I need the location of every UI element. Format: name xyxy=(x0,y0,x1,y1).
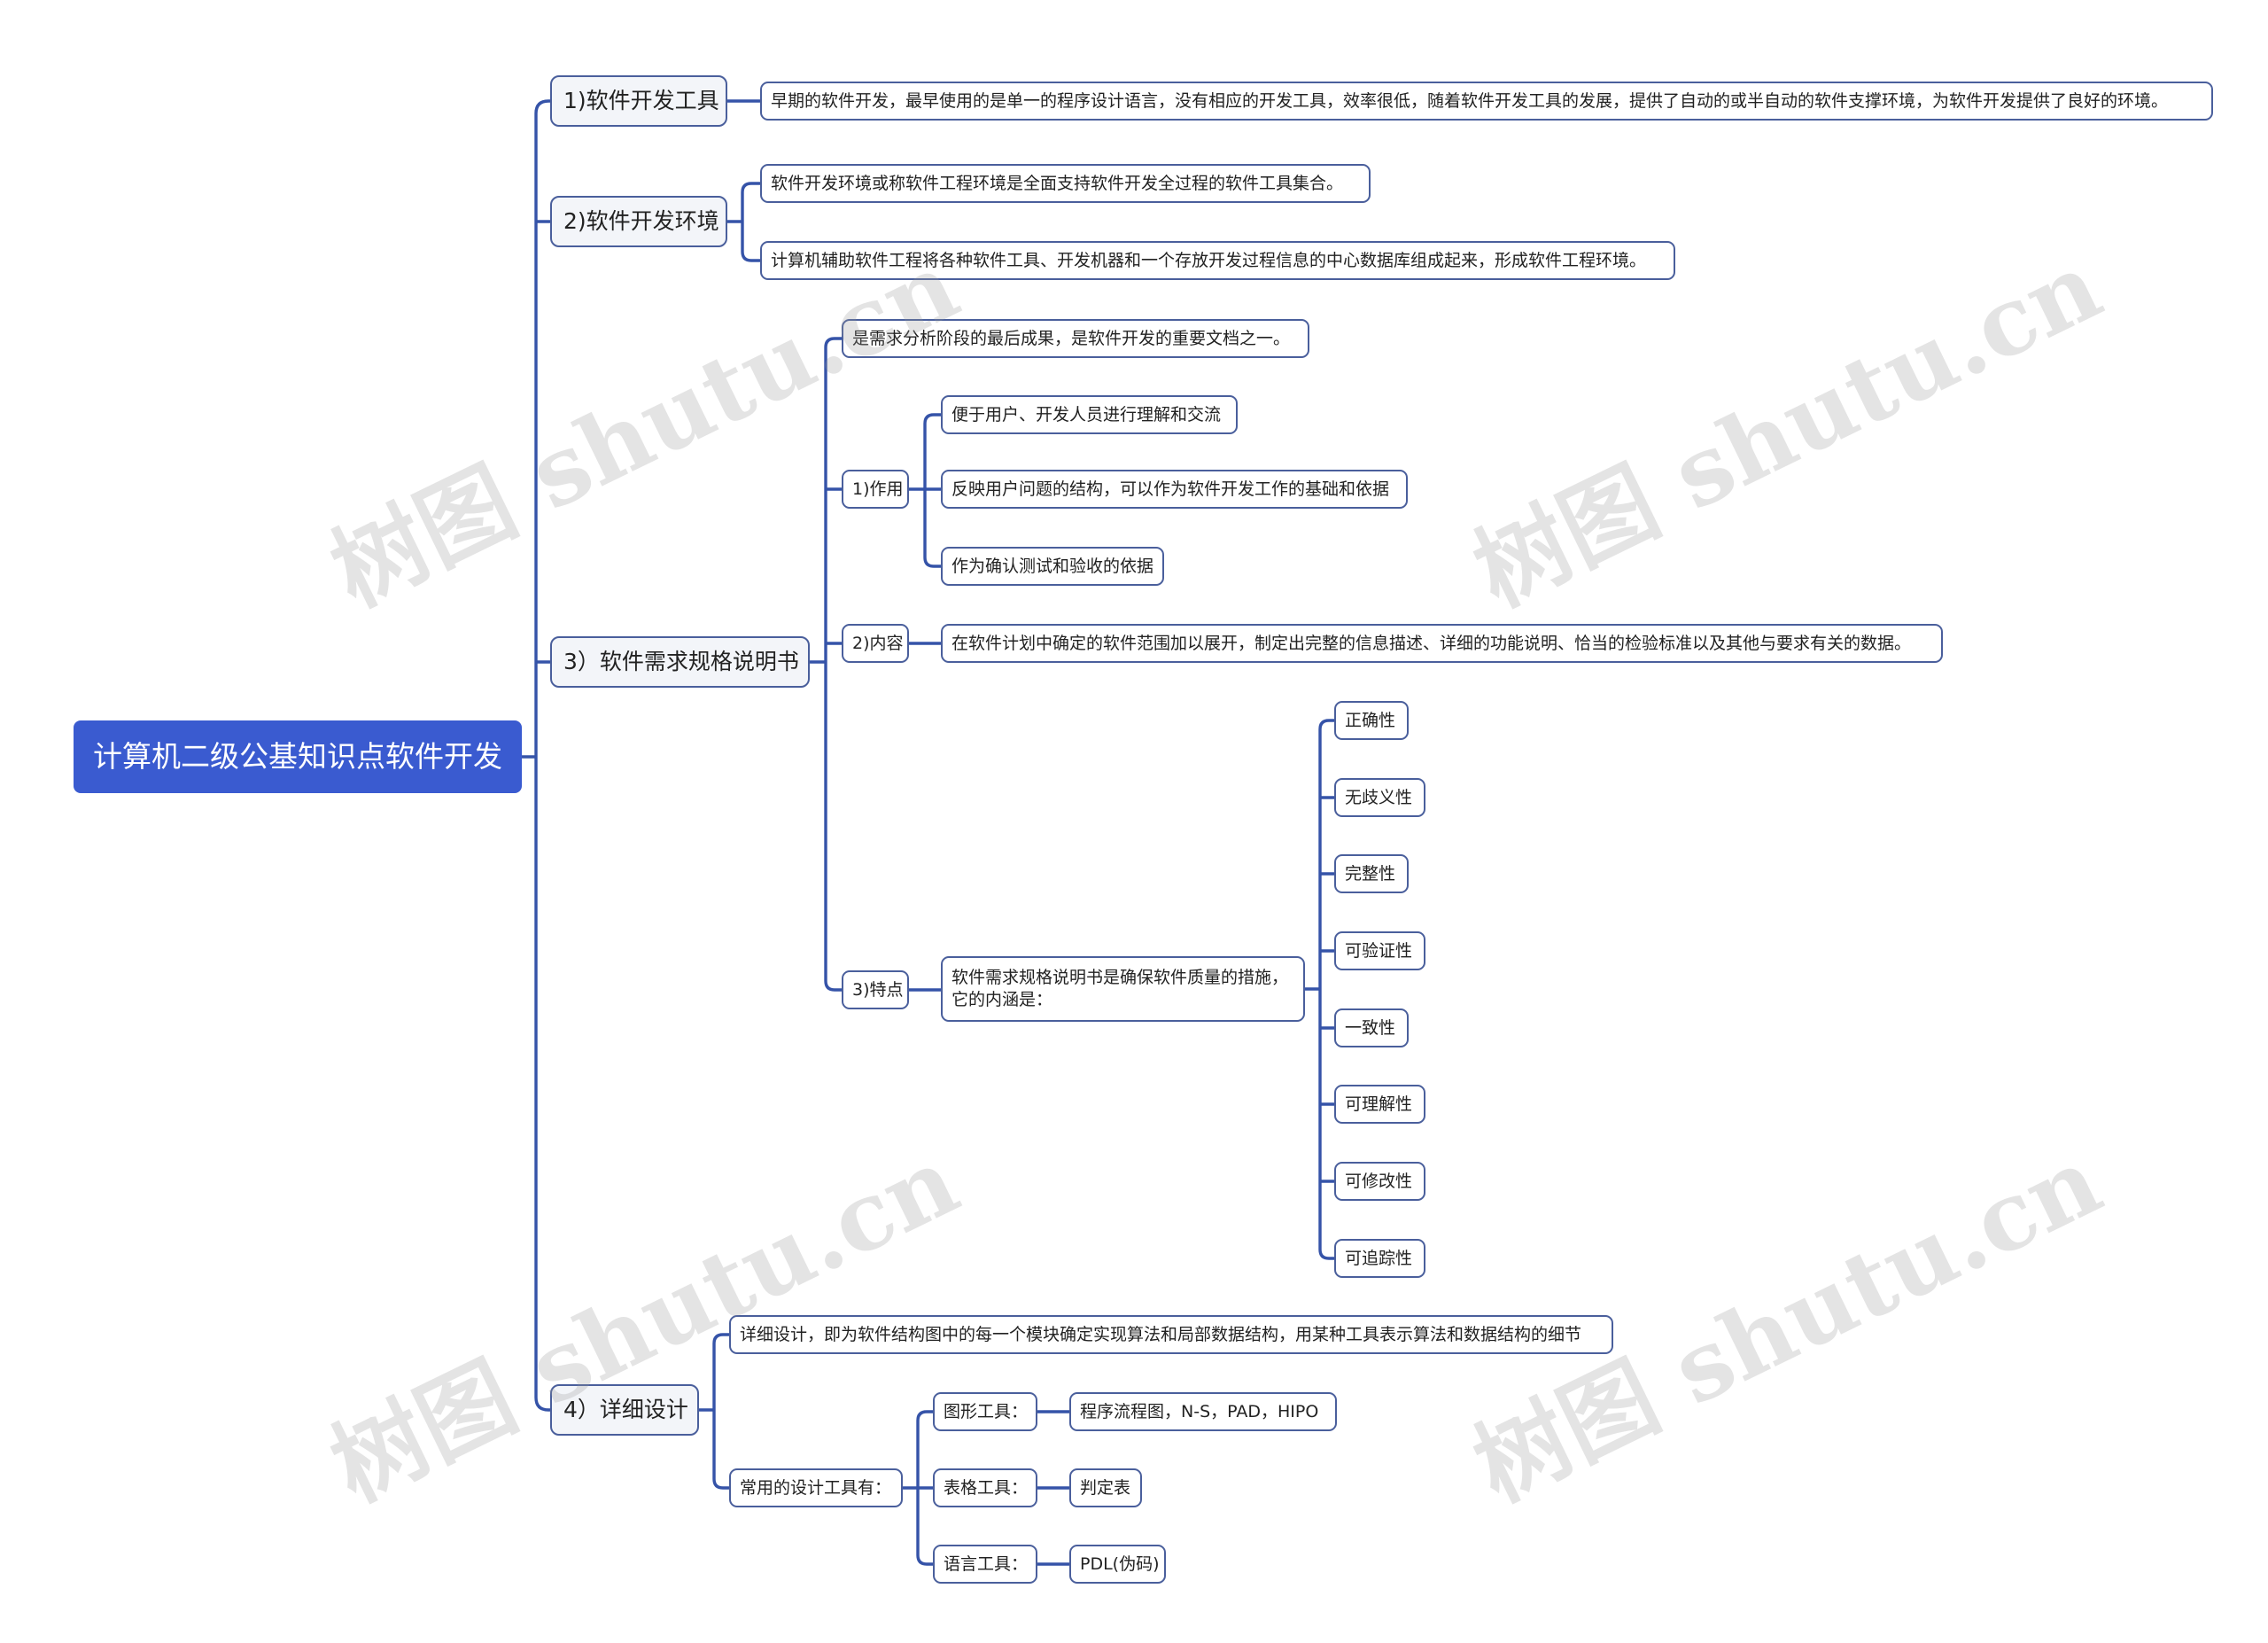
topic-srs-content[interactable]: 2)内容 xyxy=(842,624,909,663)
srs-feature-item-7[interactable]: 可修改性 xyxy=(1334,1162,1425,1201)
connector-line xyxy=(699,1333,729,1490)
tool-table-value[interactable]: 判定表 xyxy=(1069,1468,1142,1507)
note-dev-env-2[interactable]: 计算机辅助软件工程将各种软件工具、开发机器和一个存放开发过程信息的中心数据库组成… xyxy=(760,241,1675,280)
topic-srs-feature[interactable]: 3)特点 xyxy=(842,970,909,1009)
connector-line xyxy=(810,337,842,992)
srs-role-item-2[interactable]: 反映用户问题的结构，可以作为软件开发工作的基础和依据 xyxy=(941,470,1408,509)
tool-graph-label[interactable]: 图形工具： xyxy=(933,1392,1037,1431)
tool-lang-value[interactable]: PDL(伪码) xyxy=(1069,1545,1166,1584)
topic-dev-env[interactable]: 2)软件开发环境 xyxy=(550,196,727,247)
tool-lang-label[interactable]: 语言工具： xyxy=(933,1545,1037,1584)
topic-design-tools[interactable]: 常用的设计工具有： xyxy=(729,1468,903,1507)
srs-feature-item-4[interactable]: 可验证性 xyxy=(1334,931,1425,970)
tool-table-label[interactable]: 表格工具： xyxy=(933,1468,1037,1507)
connector-line xyxy=(1305,719,1334,1260)
srs-feature-item-5[interactable]: 一致性 xyxy=(1334,1008,1409,1047)
srs-role-item-3[interactable]: 作为确认测试和验收的依据 xyxy=(941,547,1164,586)
topic-dev-tools[interactable]: 1)软件开发工具 xyxy=(550,75,727,127)
srs-feature-item-1[interactable]: 正确性 xyxy=(1334,701,1409,740)
topic-detailed-design[interactable]: 4）详细设计 xyxy=(550,1384,699,1436)
connector-line xyxy=(522,99,550,1412)
topic-srs[interactable]: 3）软件需求规格说明书 xyxy=(550,636,810,688)
srs-feature-item-3[interactable]: 完整性 xyxy=(1334,854,1409,893)
root-topic[interactable]: 计算机二级公基知识点软件开发 xyxy=(74,720,522,793)
note-detailed-design[interactable]: 详细设计，即为软件结构图中的每一个模块确定实现算法和局部数据结构，用某种工具表示… xyxy=(729,1315,1613,1354)
note-srs-summary[interactable]: 是需求分析阶段的最后成果，是软件开发的重要文档之一。 xyxy=(842,319,1309,358)
topic-srs-role[interactable]: 1)作用 xyxy=(842,470,909,509)
tool-graph-value[interactable]: 程序流程图，N-S，PAD，HIPO xyxy=(1069,1392,1337,1431)
connector-line xyxy=(903,1410,933,1566)
srs-feature-item-6[interactable]: 可理解性 xyxy=(1334,1085,1425,1124)
srs-feature-item-2[interactable]: 无歧义性 xyxy=(1334,778,1425,817)
srs-role-item-1[interactable]: 便于用户、开发人员进行理解和交流 xyxy=(941,395,1238,434)
srs-feature-item-8[interactable]: 可追踪性 xyxy=(1334,1239,1425,1278)
connector-line xyxy=(727,182,760,262)
note-dev-tools[interactable]: 早期的软件开发，最早使用的是单一的程序设计语言，没有相应的开发工具，效率很低，随… xyxy=(760,82,2213,121)
srs-content-text[interactable]: 在软件计划中确定的软件范围加以展开，制定出完整的信息描述、详细的功能说明、恰当的… xyxy=(941,624,1943,663)
srs-feature-text[interactable]: 软件需求规格说明书是确保软件质量的措施，它的内涵是： xyxy=(941,956,1305,1022)
connector-line xyxy=(909,413,941,568)
note-dev-env-1[interactable]: 软件开发环境或称软件工程环境是全面支持软件开发全过程的软件工具集合。 xyxy=(760,164,1371,203)
